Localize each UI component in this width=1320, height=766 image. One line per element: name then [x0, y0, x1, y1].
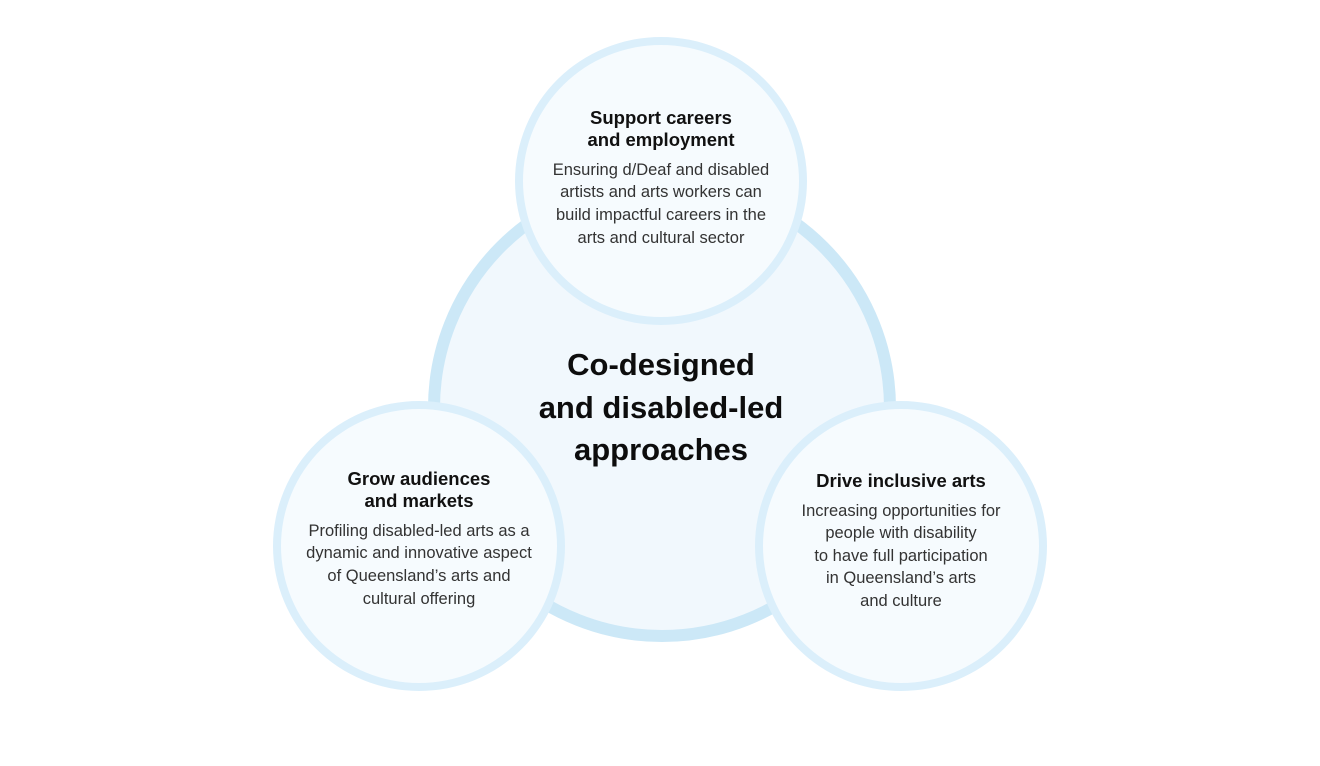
central-title: Co-designed and disabled-led approaches [500, 344, 822, 472]
description-line: Profiling disabled-led arts as a [308, 521, 530, 540]
heading-line: Support careers [590, 106, 732, 128]
pillar-heading: Support careers and employment [553, 107, 769, 151]
pillar-circle-careers: Support careers and employment Ensuring … [515, 37, 807, 325]
description-line: Increasing opportunities for [801, 501, 1001, 520]
description-line: build impactful careers in the [555, 206, 766, 224]
description-line: and culture [860, 591, 942, 610]
heading-line: and employment [587, 128, 735, 150]
heading-line: Drive inclusive arts [816, 469, 986, 491]
description-line: dynamic and innovative aspect [306, 544, 532, 563]
pillar-heading: Grow audiences and markets [306, 468, 532, 512]
central-title-line: approaches [573, 432, 748, 467]
description-line: to have full participation [814, 546, 988, 565]
description-line: arts and cultural sector [577, 228, 745, 247]
central-title-line: Co-designed [567, 347, 755, 382]
description-line: in Queensland’s arts [825, 569, 977, 588]
pillar-circle-audiences: Grow audiences and markets Profiling dis… [273, 401, 565, 691]
heading-line: and markets [364, 489, 474, 511]
pillar-description: Ensuring d/Deaf and disabled artists and… [553, 159, 769, 249]
pillar-circle-inclusive: Drive inclusive arts Increasing opportun… [755, 401, 1047, 691]
pillar-heading: Drive inclusive arts [801, 470, 1000, 492]
description-line: people with disability [825, 524, 977, 543]
pillar-description: Increasing opportunities for people with… [801, 500, 1000, 613]
description-line: of Queensland’s arts and [327, 567, 511, 585]
description-line: Ensuring d/Deaf and disabled [552, 160, 770, 179]
description-line: cultural offering [362, 589, 476, 608]
central-title-line: and disabled-led [538, 389, 784, 425]
description-line: artists and arts workers can [560, 183, 762, 202]
heading-line: Grow audiences [347, 467, 491, 489]
pillar-description: Profiling disabled-led arts as a dynamic… [306, 520, 532, 610]
